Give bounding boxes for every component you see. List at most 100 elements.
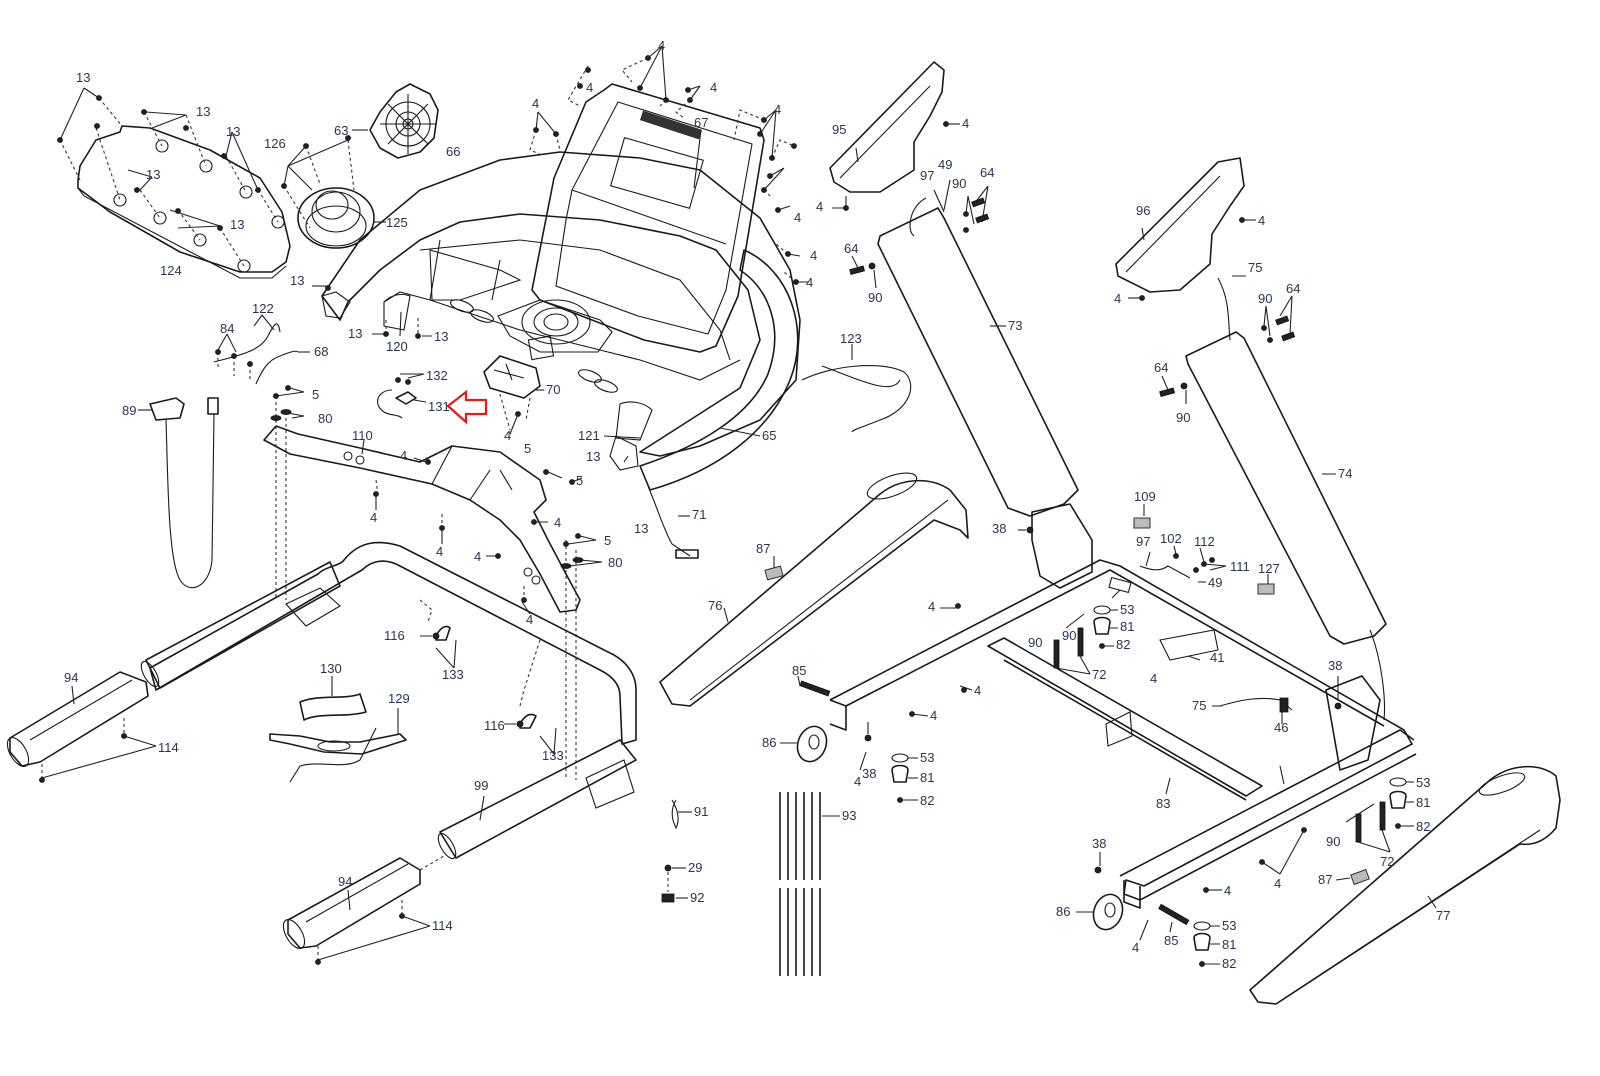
callout-66: 66 [446,144,460,159]
callout-111: 111 [1230,559,1250,574]
callout-126: 126 [264,136,286,151]
wire-71 [647,485,699,559]
callout-4: 4 [1132,940,1139,955]
callout-5: 5 [576,473,583,488]
side-rail-76 [659,472,969,707]
screw-5-washer-80-set [270,385,603,780]
callout-120: 120 [386,339,408,354]
callout-13: 13 [76,70,90,85]
wire-122-and-68 [213,314,310,385]
callout-97: 97 [920,168,934,183]
upright-74 [1159,275,1387,721]
callout-13: 13 [290,273,304,288]
callout-13: 13 [230,217,244,232]
callout-116: 116 [484,718,505,733]
callout-114: 114 [158,740,179,755]
callout-124: 124 [160,263,182,278]
callout-123: 123 [840,331,862,346]
callout-38: 38 [862,766,876,781]
callout-85: 85 [1164,933,1178,948]
callout-81: 81 [1416,795,1430,810]
callout-110: 110 [352,428,373,443]
callout-53: 53 [1120,602,1134,617]
clamp-116-133-lower [504,713,557,755]
callout-96: 96 [1136,203,1150,218]
callout-4: 4 [710,80,717,95]
base-frame [829,503,1417,909]
callout-4: 4 [658,38,665,53]
callout-49: 49 [938,157,952,172]
callout-90: 90 [1258,291,1272,306]
callout-13: 13 [348,326,362,341]
callout-4: 4 [816,199,823,214]
callout-4: 4 [974,683,981,698]
callout-64: 64 [980,165,994,180]
callout-86: 86 [1056,904,1070,919]
callout-87: 87 [1318,872,1332,887]
callout-4: 4 [854,774,861,789]
small-parts-91-29-92 [661,799,692,903]
wheel-86-lower [1076,827,1307,967]
callout-4: 4 [1224,883,1231,898]
callout-4: 4 [1258,213,1265,228]
callout-87: 87 [756,541,770,556]
upright-cap-96 [1115,157,1256,301]
callout-109: 109 [1134,489,1156,504]
callout-81: 81 [1120,619,1134,634]
foot-set-mid [1053,605,1118,675]
callout-81: 81 [1222,937,1236,952]
callout-41: 41 [1210,650,1224,665]
safety-key-89 [138,397,219,589]
chest-strap-130-129 [269,676,407,783]
callout-80: 80 [608,555,622,570]
side-rail-77 [1249,765,1561,1005]
callout-4: 4 [526,612,533,627]
callout-90: 90 [1326,834,1340,849]
callout-131: 131 [428,399,450,414]
tray-70 [483,355,544,435]
callout-70: 70 [546,382,560,397]
upright-73 [849,179,1079,517]
callout-5: 5 [524,441,531,456]
callout-130: 130 [320,661,342,676]
handle-grip-94-right [282,855,445,965]
callout-4: 4 [928,599,935,614]
callout-13: 13 [434,329,448,344]
callout-4: 4 [532,96,539,111]
callout-84: 84 [220,321,234,336]
callout-122: 122 [252,301,274,316]
upright-frame [140,541,637,860]
callout-85: 85 [792,663,806,678]
callout-49: 49 [1208,575,1222,590]
callout-4: 4 [370,510,377,525]
callout-4: 4 [930,708,937,723]
callout-102: 102 [1160,531,1182,546]
speaker-cover-124 [77,125,291,279]
callout-38: 38 [992,521,1006,536]
callout-labels: 13 13 13 13 13 124 126 125 63 66 67 4 4 … [64,38,1450,971]
callout-112: 112 [1194,534,1215,549]
callout-121: 121 [578,428,600,443]
callout-80: 80 [318,411,332,426]
screw-4-console-set [529,45,808,285]
callout-92: 92 [690,890,704,905]
callout-4: 4 [554,515,561,530]
callout-75: 75 [1192,698,1206,713]
cable-ties-93 [779,792,840,976]
callout-53: 53 [920,750,934,765]
callout-82: 82 [1116,637,1130,652]
callout-53: 53 [1222,918,1236,933]
callout-94: 94 [338,874,352,889]
console-side-handles [372,311,641,471]
callout-13: 13 [586,449,600,464]
callout-89: 89 [122,403,136,418]
callout-73: 73 [1008,318,1022,333]
callout-91: 91 [694,804,708,819]
callout-5: 5 [312,387,319,402]
callout-90: 90 [952,176,966,191]
foot-set-upper [891,753,918,803]
callout-4: 4 [474,549,481,564]
callout-129: 129 [388,691,410,706]
callout-64: 64 [1286,281,1300,296]
callout-90: 90 [1062,628,1076,643]
